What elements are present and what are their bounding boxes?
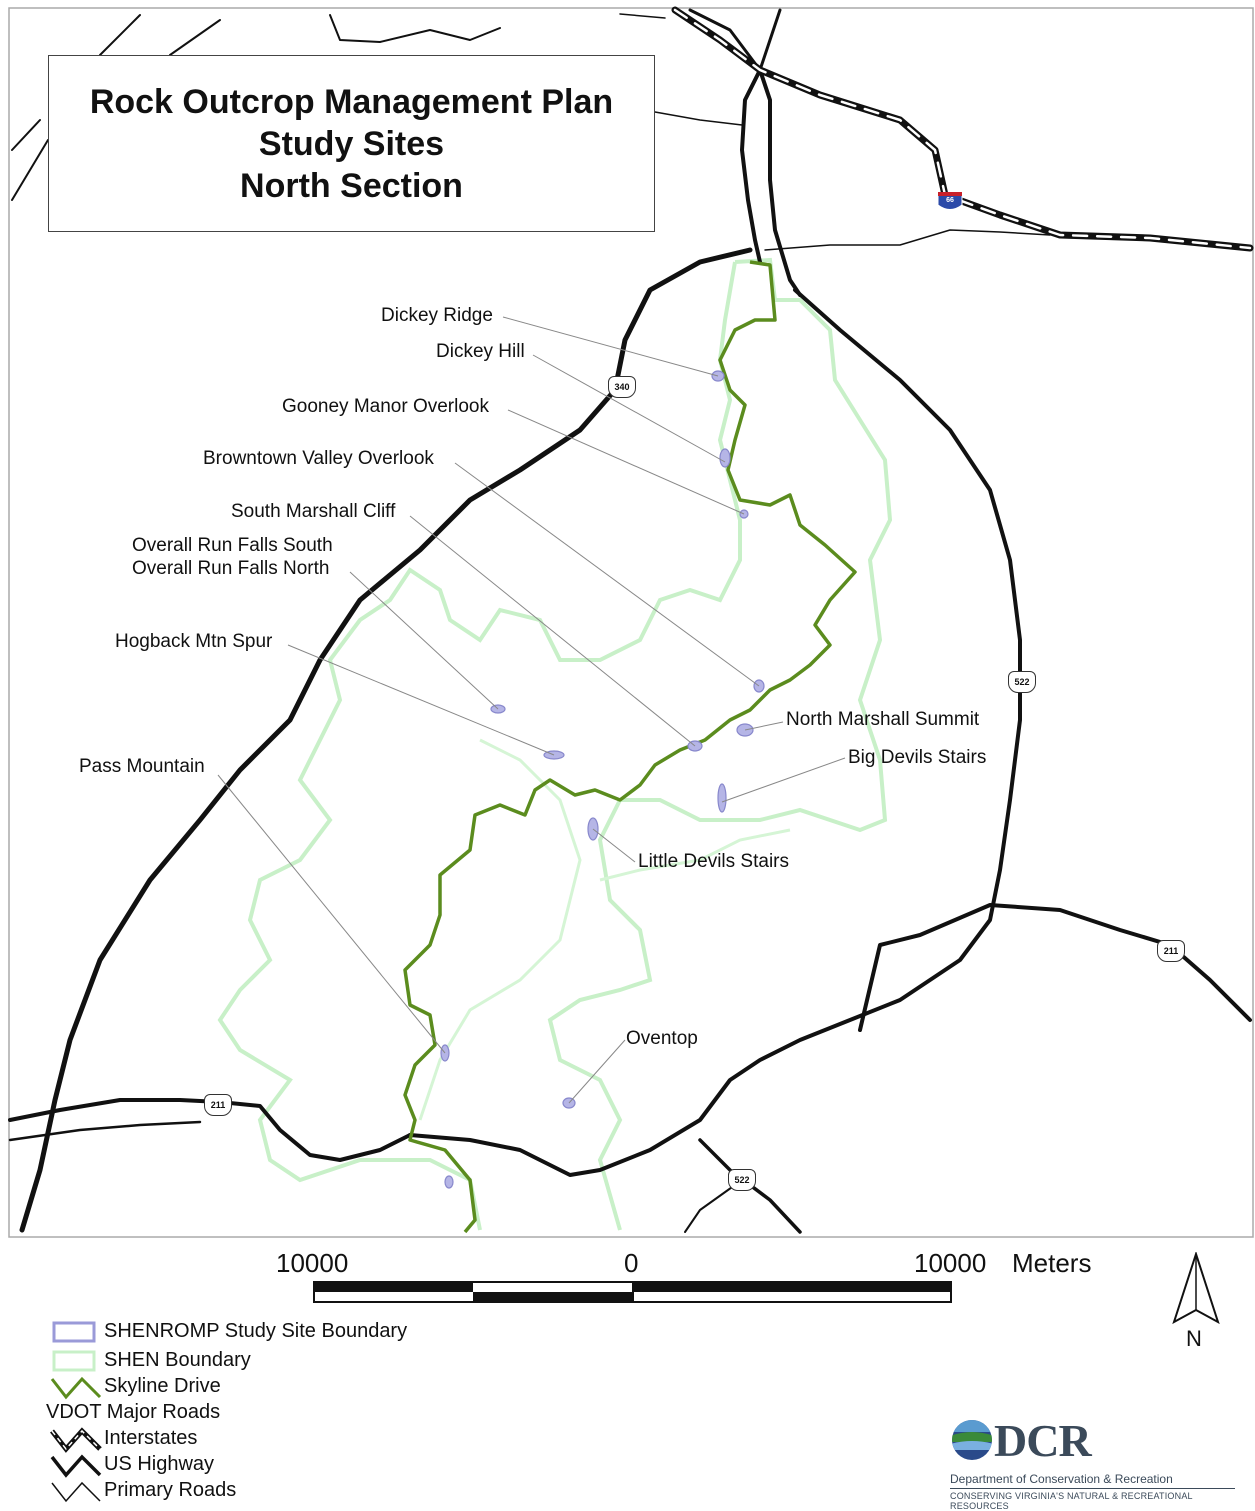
title-line-1: Rock Outcrop Management Plan bbox=[89, 82, 614, 121]
shield-us211-west: 211 bbox=[204, 1094, 232, 1116]
leader-pass-mountain bbox=[217, 774, 446, 1054]
shen-boundary-inner bbox=[418, 738, 791, 1121]
dcr-globe-icon bbox=[952, 1420, 992, 1460]
road-north-2 bbox=[688, 8, 782, 72]
shield-us522-south: 522 bbox=[728, 1169, 756, 1191]
label-dickey-hill: Dickey Hill bbox=[436, 341, 525, 362]
map-frame bbox=[8, 7, 1254, 1238]
interstate-shield bbox=[937, 192, 963, 210]
skyline-drive bbox=[403, 260, 857, 1234]
leader-gooney-manor bbox=[507, 409, 745, 515]
label-south-marshall: South Marshall Cliff bbox=[231, 501, 396, 522]
skyline-swatch-icon bbox=[50, 1376, 102, 1400]
leader-hogback bbox=[287, 644, 555, 756]
road-north-1 bbox=[740, 68, 802, 297]
label-oventop: Oventop bbox=[626, 1028, 698, 1049]
shen-boundary-swatch-icon bbox=[52, 1350, 96, 1372]
road-north-thin bbox=[619, 13, 1051, 251]
dcr-wordmark: DCR bbox=[994, 1415, 1092, 1466]
scale-bar bbox=[313, 1281, 952, 1303]
title-box: Rock Outcrop Management Plan Study Sites… bbox=[48, 55, 655, 232]
road-i66-dash bbox=[673, 8, 1252, 250]
site-south-unlabeled bbox=[444, 1175, 454, 1189]
site-big-devils bbox=[717, 783, 727, 813]
road-us211-west bbox=[8, 1098, 412, 1162]
scale-unit-label: Meters bbox=[1012, 1248, 1092, 1278]
label-hogback: Hogback Mtn Spur bbox=[115, 631, 273, 652]
label-browntown-valley: Browntown Valley Overlook bbox=[203, 448, 434, 469]
scale-left-label: 10000 bbox=[276, 1248, 349, 1278]
road-nw-thin bbox=[11, 14, 501, 201]
label-big-devils: Big Devils Stairs bbox=[848, 747, 987, 768]
leader-south-marshall bbox=[409, 515, 696, 747]
us-highway-swatch-icon bbox=[50, 1454, 102, 1478]
label-little-devils: Little Devils Stairs bbox=[638, 851, 789, 872]
leader-dickey-hill bbox=[532, 354, 726, 463]
label-gooney-manor: Gooney Manor Overlook bbox=[282, 396, 489, 417]
leader-dickey-ridge bbox=[502, 316, 719, 377]
shield-us522-north: 522 bbox=[1008, 671, 1036, 693]
shield-i66: 66 bbox=[946, 197, 954, 204]
leader-oventop bbox=[568, 1039, 626, 1104]
road-us211-east bbox=[858, 903, 1252, 1032]
study-site-swatch-icon bbox=[52, 1321, 96, 1343]
road-us522 bbox=[408, 288, 1022, 1177]
leader-north-marshall bbox=[744, 721, 784, 731]
leader-overall-run bbox=[349, 571, 499, 710]
label-pass-mountain: Pass Mountain bbox=[79, 756, 205, 777]
road-i66 bbox=[671, 6, 1254, 252]
site-dickey-hill bbox=[719, 448, 731, 468]
north-label: N bbox=[1186, 1326, 1202, 1351]
dcr-tagline: CONSERVING VIRGINIA'S NATURAL & RECREATI… bbox=[950, 1488, 1235, 1511]
leader-little-devils bbox=[592, 828, 636, 863]
shield-us211-east: 211 bbox=[1157, 940, 1185, 962]
north-arrow-icon bbox=[1172, 1252, 1220, 1324]
scale-center-label: 0 bbox=[624, 1248, 639, 1278]
scale-right-label: 10000 bbox=[914, 1248, 987, 1278]
title-line-3: North Section bbox=[240, 166, 463, 205]
leader-big-devils bbox=[721, 757, 846, 803]
interstate-swatch-icon bbox=[50, 1427, 102, 1453]
label-overall-run-north: Overall Run Falls North bbox=[132, 558, 330, 579]
shen-boundary bbox=[217, 257, 893, 1231]
shield-us340: 340 bbox=[608, 376, 636, 398]
label-dickey-ridge: Dickey Ridge bbox=[381, 305, 493, 326]
dcr-subtitle: Department of Conservation & Recreation bbox=[950, 1472, 1173, 1486]
leader-browntown-valley bbox=[454, 462, 760, 687]
road-south-branch bbox=[684, 1184, 736, 1233]
road-secondary-west bbox=[8, 1120, 202, 1142]
title-line-2: Study Sites bbox=[258, 124, 445, 163]
road-us340 bbox=[19, 247, 753, 1233]
primary-road-swatch-icon bbox=[51, 1481, 101, 1503]
label-overall-run-south: Overall Run Falls South bbox=[132, 535, 333, 556]
label-north-marshall: North Marshall Summit bbox=[786, 709, 980, 730]
dcr-logo: DCR Department of Conservation & Recreat… bbox=[950, 1414, 1235, 1511]
